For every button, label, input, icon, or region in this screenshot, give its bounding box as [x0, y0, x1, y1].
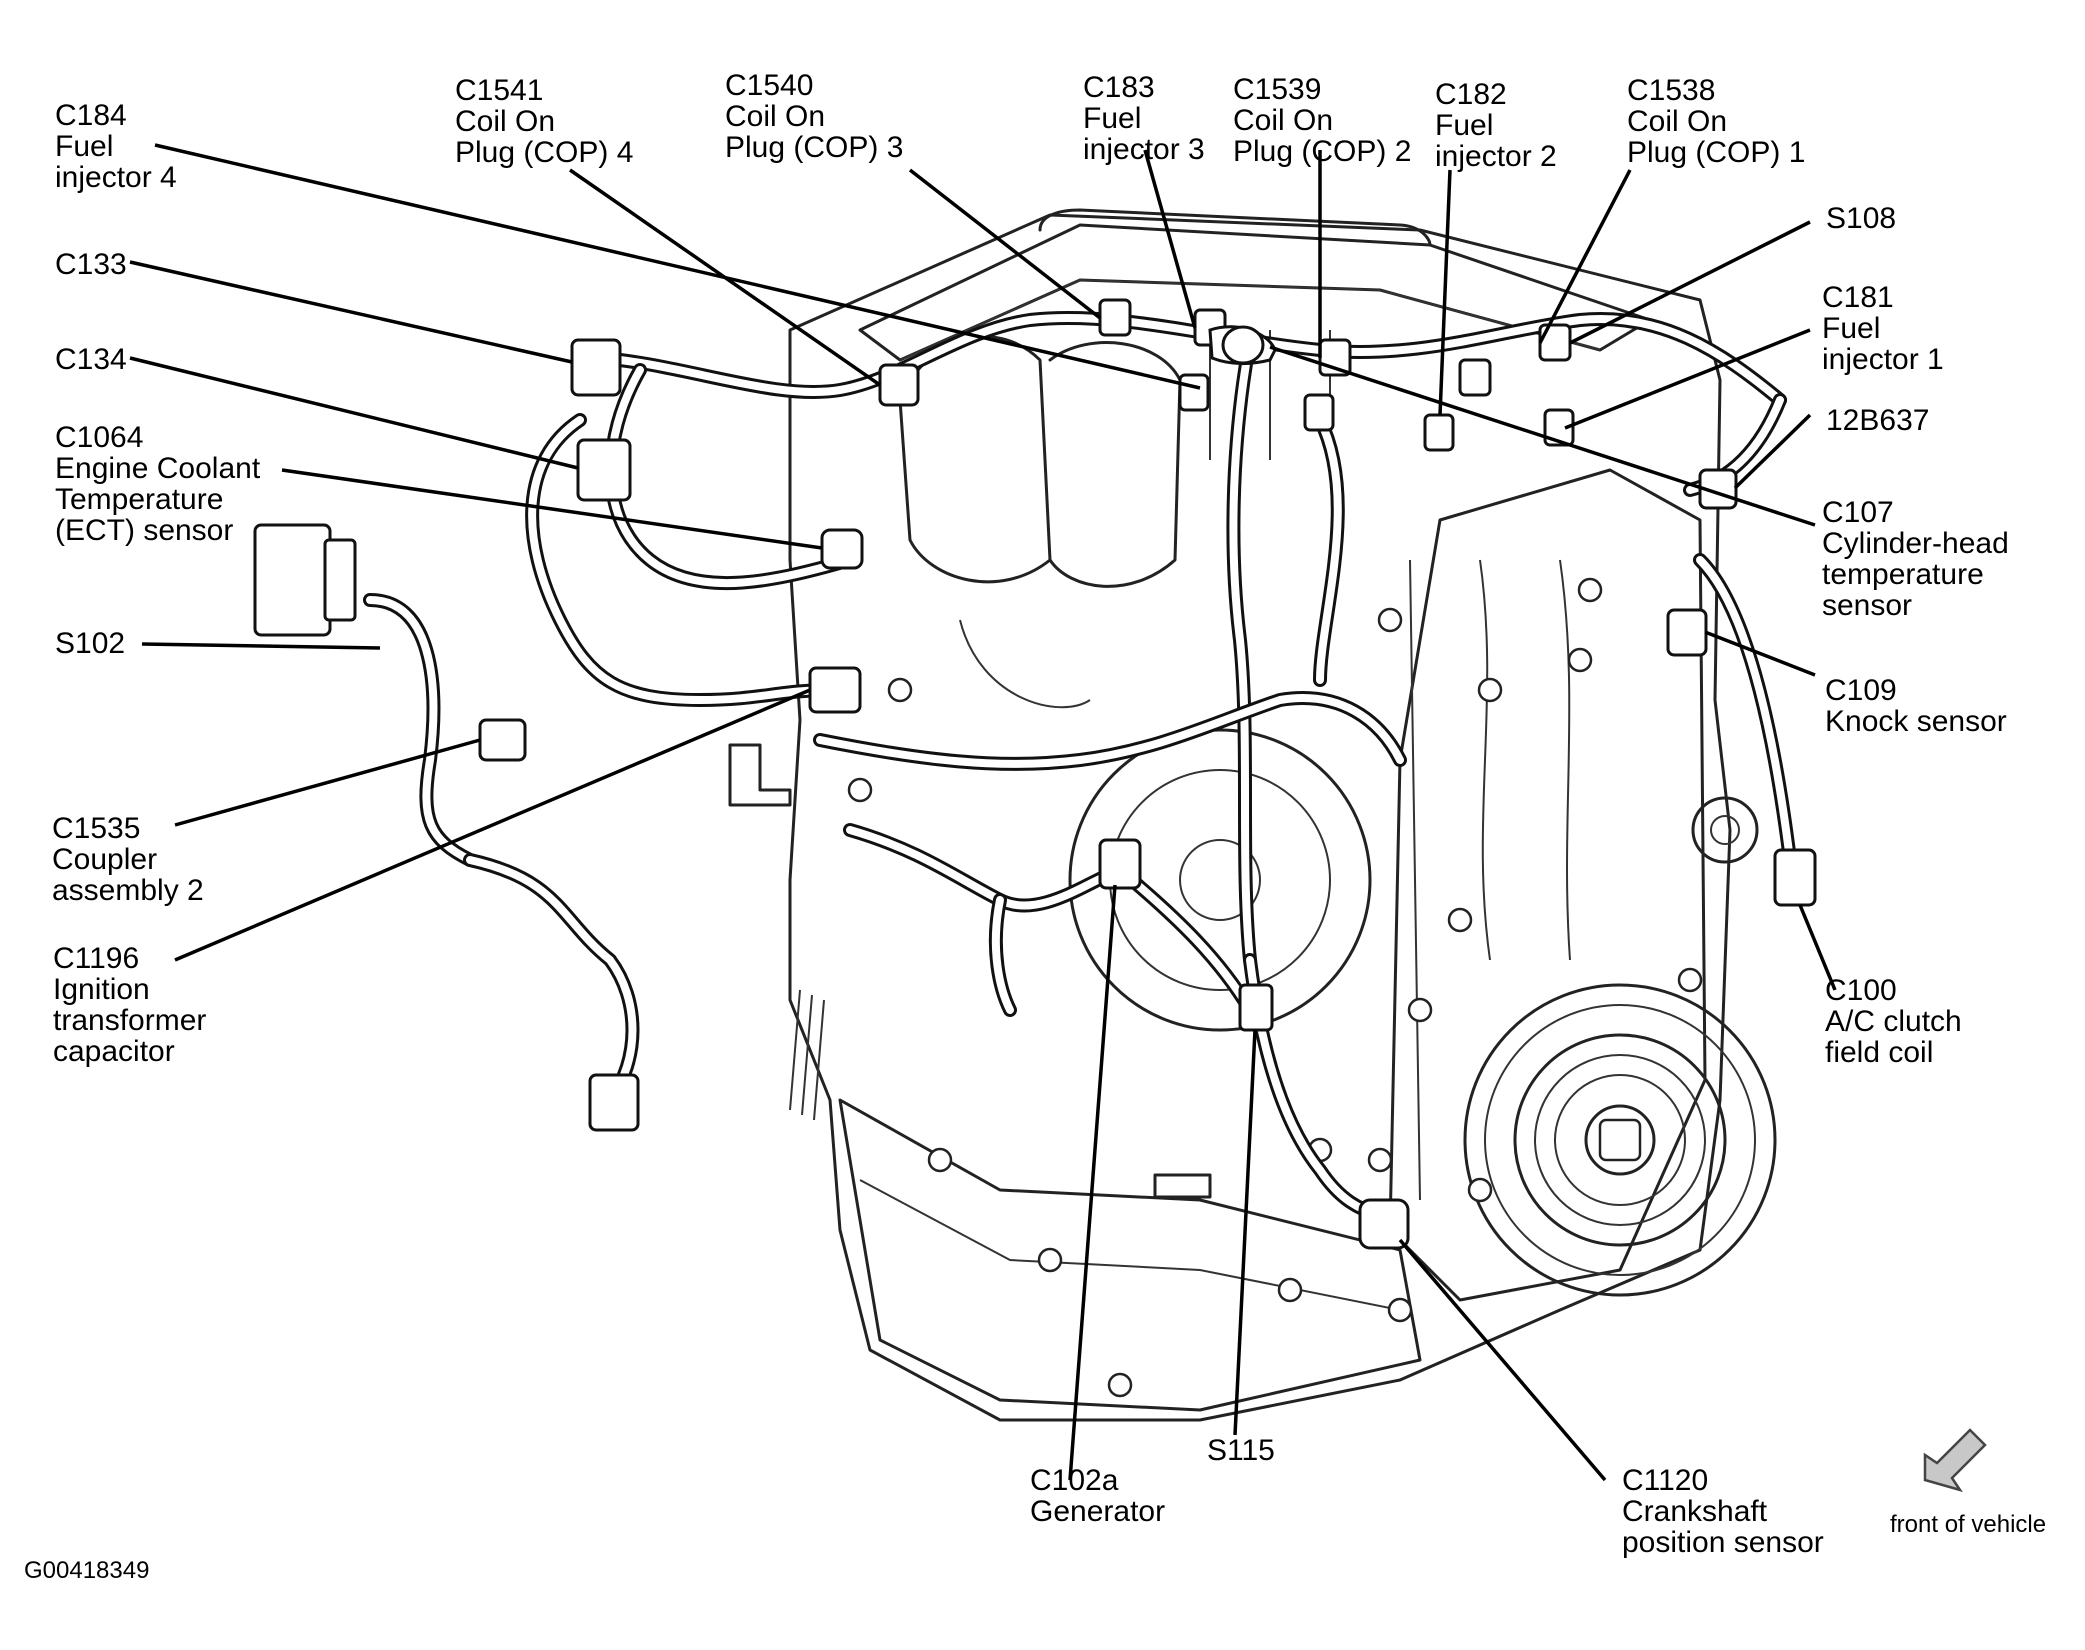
c134-connector: [576, 438, 632, 502]
c109-connector: [1666, 608, 1708, 657]
front-of-vehicle-label: front of vehicle: [1890, 1511, 2046, 1538]
callout-s108: S108: [1826, 202, 1896, 235]
pcm-connector: [253, 523, 332, 637]
callout-c1539: C1539 Coil On Plug (COP) 2: [1233, 73, 1411, 168]
callout-c1541: C1541 Coil On Plug (COP) 4: [455, 74, 633, 169]
c133-connector: [570, 338, 622, 397]
callout-labels: C184 Fuel injector 4 C1541 Coil On Plug …: [52, 69, 2017, 1559]
lower-left-connector: [588, 1073, 640, 1132]
ect-sensor-connector: [820, 528, 864, 570]
c1196-connector: [808, 666, 862, 714]
callout-s115: S115: [1207, 1434, 1275, 1467]
callout-c102a: C102a Generator: [1030, 1464, 1165, 1528]
callout-c133: C133: [55, 248, 127, 281]
callout-c1120: C1120 Crankshaft position sensor: [1622, 1464, 1824, 1559]
callout-c184: C184 Fuel injector 4: [55, 99, 177, 194]
callout-c1540: C1540 Coil On Plug (COP) 3: [725, 69, 903, 164]
callout-c1064: C1064 Engine Coolant Temperature (ECT) s…: [55, 421, 269, 547]
callout-c1196: C1196 Ignition transformer capacitor: [53, 942, 215, 1068]
c1535-connector: [478, 718, 527, 762]
callout-s102: S102: [55, 627, 125, 660]
c100-connector: [1773, 848, 1817, 907]
engine-illustration: [788, 208, 1777, 1422]
callout-c182: C182 Fuel injector 2: [1435, 78, 1557, 173]
leader-lines: [129, 143, 1837, 1482]
callout-c107: C107 Cylinder-head temperature sensor: [1822, 496, 2017, 622]
wiring-harness: [253, 298, 1817, 1250]
callout-c134: C134: [55, 343, 127, 376]
callout-c100: C100 A/C clutch field coil: [1825, 974, 1970, 1069]
front-of-vehicle-arrow-icon: [1923, 1428, 1987, 1493]
callout-c181: C181 Fuel injector 1: [1822, 281, 1944, 376]
figure-id: G00418349: [24, 1557, 149, 1584]
callout-c109: C109 Knock sensor: [1825, 674, 2007, 738]
callout-c183: C183 Fuel injector 3: [1083, 71, 1205, 166]
c102a-connector: [1098, 838, 1142, 890]
callout-12b637: 12B637: [1826, 404, 1929, 437]
callout-c1535: C1535 Coupler assembly 2: [52, 812, 204, 907]
callout-c1538: C1538 Coil On Plug (COP) 1: [1627, 74, 1805, 169]
c1120-connector: [1358, 1198, 1410, 1250]
